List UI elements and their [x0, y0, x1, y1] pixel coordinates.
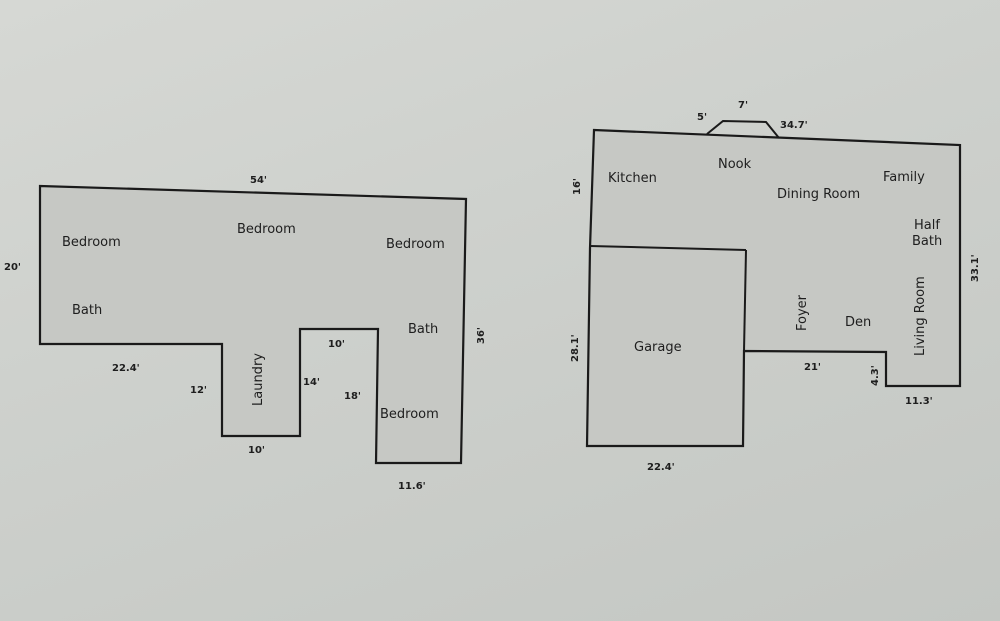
dimension-garage-left: 28.1': [570, 334, 581, 362]
upper-floor-plan: Bedroom Bedroom Bedroom Bath Bath Laundr…: [4, 175, 487, 492]
room-label-garage: Garage: [634, 340, 682, 355]
garage-top-wall: [589, 245, 747, 251]
room-label-bedroom-right: Bedroom: [386, 237, 445, 252]
dimension-bay-side: 5': [697, 112, 707, 123]
dimension-notch-right: 18': [344, 391, 361, 402]
room-label-bath-left: Bath: [72, 303, 102, 318]
room-label-bedroom-center: Bedroom: [237, 222, 296, 237]
dimension-laundry-right: 14': [303, 377, 320, 388]
dimension-bay-top: 7': [738, 100, 748, 111]
dimension-step: 4.3': [870, 365, 881, 386]
dimension-bottom-right: 11.3': [905, 396, 933, 407]
dimension-bottom-left: 22.4': [112, 363, 140, 374]
dimension-kitchen-left: 16': [572, 178, 583, 195]
room-label-half-bath-line2: Bath: [912, 234, 942, 249]
dimension-garage-bottom: 22.4': [647, 462, 675, 473]
room-label-living: Living Room: [913, 276, 928, 356]
dimension-top: 34.7': [780, 120, 808, 131]
room-label-bath-right: Bath: [408, 322, 438, 337]
room-label-nook: Nook: [718, 157, 752, 172]
dimension-left: 20': [4, 262, 21, 273]
room-label-foyer: Foyer: [795, 294, 810, 331]
main-floor-plan: Kitchen Nook Dining Room Family Half Bat…: [570, 100, 981, 473]
room-label-bedroom-left: Bedroom: [62, 235, 121, 250]
room-label-family: Family: [883, 170, 925, 185]
dimension-right: 33.1': [970, 254, 981, 282]
dimension-right: 36': [476, 327, 487, 344]
dimension-den-bottom: 21': [804, 362, 821, 373]
main-floor-outline: [585, 128, 962, 448]
dimension-top: 54': [250, 175, 267, 186]
room-label-bedroom-lower-right: Bedroom: [380, 407, 439, 422]
room-label-laundry: Laundry: [251, 353, 266, 406]
dimension-laundry-left: 12': [190, 385, 207, 396]
upper-floor-outline: [38, 184, 468, 465]
room-label-half-bath-line1: Half: [914, 218, 940, 233]
garage-right-wall: [743, 249, 747, 352]
room-label-dining: Dining Room: [777, 187, 860, 202]
dimension-bottom-right: 11.6': [398, 481, 426, 492]
room-label-kitchen: Kitchen: [608, 171, 657, 186]
dimension-laundry-bottom: 10': [248, 445, 265, 456]
bay-window: [706, 119, 780, 139]
room-label-den: Den: [845, 315, 871, 330]
dimension-notch-top: 10': [328, 339, 345, 350]
